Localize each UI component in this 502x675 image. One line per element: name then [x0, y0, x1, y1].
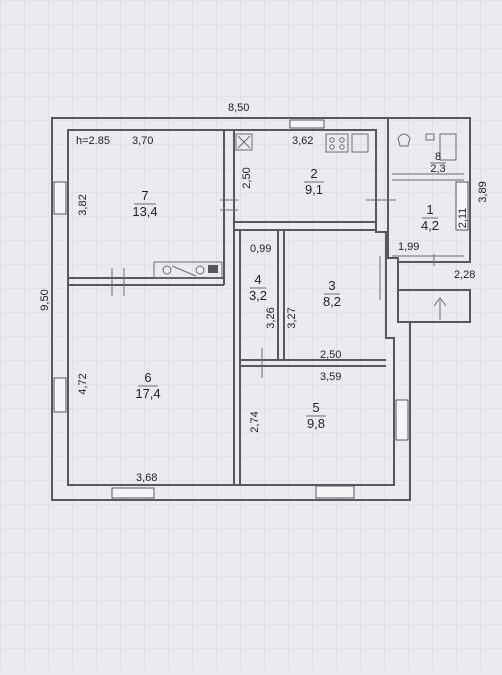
room2-area: 9,1 [305, 182, 323, 197]
window-right-room5 [395, 399, 409, 441]
room5-depth-label: 2,74 [249, 411, 261, 432]
room2-width-label: 3,62 [292, 135, 313, 147]
room5-number: 5 [312, 400, 319, 415]
room1-number: 1 [426, 202, 433, 217]
total-width-label: 8,50 [228, 102, 249, 114]
toilet-icon [397, 133, 457, 161]
labels: h=2.85 8,50 9,50 3,70 3,82 3,62 2,50 2,1… [39, 102, 489, 484]
room2-depth-label: 2,50 [241, 167, 253, 188]
window-top-room2 [289, 119, 325, 129]
room4-number: 4 [254, 272, 261, 287]
interior-walls [68, 130, 386, 485]
window-bottom-room5 [315, 485, 355, 499]
room3-area: 8,2 [323, 294, 341, 309]
room2-number: 2 [310, 166, 317, 181]
room3-width-label: 2,50 [320, 349, 341, 361]
room-label-dividers [134, 162, 446, 417]
annex-depth-label: 3,89 [477, 181, 489, 202]
room6-width-label: 3,68 [136, 472, 157, 484]
annex-width-label: 2,28 [454, 269, 475, 281]
room6-depth-label: 4,72 [77, 373, 89, 394]
door-markers [111, 199, 447, 378]
ceiling-height-label: h=2.85 [76, 135, 110, 147]
window-right-room1 [455, 181, 469, 231]
room7-area: 13,4 [132, 204, 157, 219]
window-bottom-room6 [111, 487, 155, 499]
room5-area: 9,8 [307, 416, 325, 431]
total-depth-label: 9,50 [39, 289, 51, 310]
room6-number: 6 [144, 370, 151, 385]
room4-depth-label: 3,26 [265, 307, 277, 328]
room1-area: 4,2 [421, 218, 439, 233]
stove-icon [153, 261, 223, 279]
window-left-room6 [53, 377, 67, 413]
room3-number: 3 [328, 278, 335, 293]
room7-width-label: 3,70 [132, 135, 153, 147]
window-left-room7 [53, 181, 67, 215]
room6-area: 17,4 [135, 386, 160, 401]
room1-depth-label: 2,11 [457, 208, 469, 229]
room7-number: 7 [141, 188, 148, 203]
room8-number: 8 [435, 151, 441, 163]
room5-width-label: 3,59 [320, 371, 341, 383]
cooktop-icon [325, 133, 369, 153]
annex-walls [388, 117, 471, 323]
corridor-width-label: 0,99 [250, 243, 271, 255]
windows [53, 119, 469, 499]
room4-area: 3,2 [249, 288, 267, 303]
sink-icon [235, 133, 253, 151]
room1-width-label: 1,99 [398, 241, 419, 253]
room8-area: 2,3 [430, 163, 445, 175]
room3-depth-label: 3,27 [286, 307, 298, 328]
room7-depth-label: 3,82 [77, 194, 89, 215]
